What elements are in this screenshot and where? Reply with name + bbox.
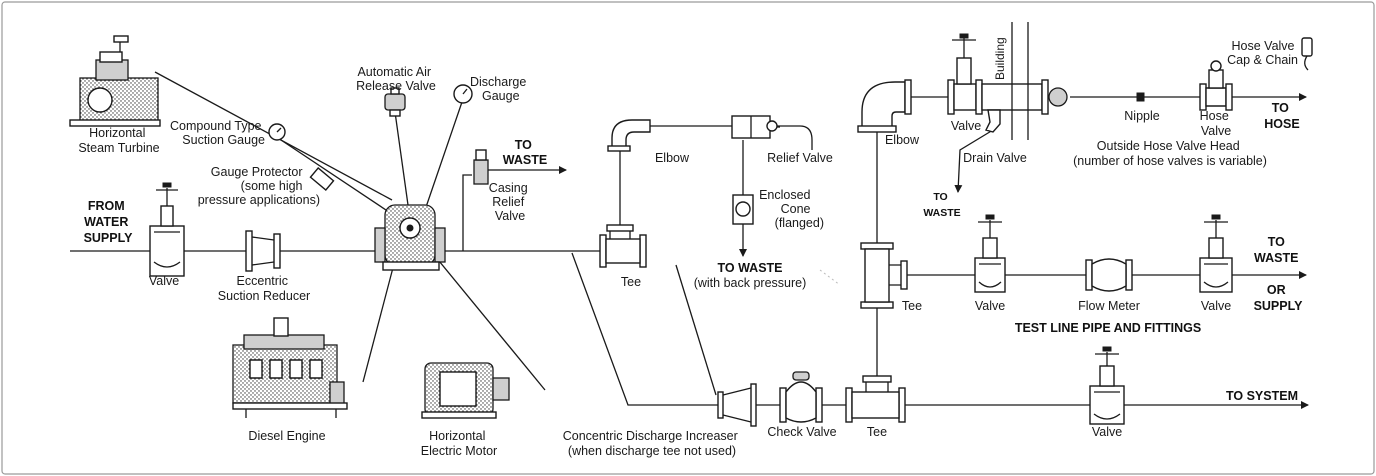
building-wall <box>1011 22 1029 140</box>
label-concentric-increaser: Concentric Discharge Increaser (when dis… <box>563 429 742 458</box>
label-suction-valve: Valve <box>149 274 179 288</box>
label-enclosed-cone: Enclosed Cone (flanged) <box>759 188 824 230</box>
label-back-pressure: (with back pressure) <box>694 276 807 290</box>
label-system-valve: Valve <box>1092 425 1122 439</box>
test-valve-2 <box>1199 214 1233 293</box>
gauge-protector <box>309 166 335 192</box>
label-relief-valve: Relief Valve <box>767 151 833 165</box>
discharge-tee <box>599 224 647 268</box>
label-eccentric-reducer: Eccentric Suction Reducer <box>218 274 310 303</box>
label-hose-line-valve: Valve <box>951 119 981 133</box>
label-hose-elbow: Elbow <box>885 133 920 147</box>
label-system-tee: Tee <box>867 425 887 439</box>
label-hose-cap: Hose Valve Cap & Chain <box>1227 39 1298 67</box>
nipple <box>1136 92 1145 102</box>
label-drain-valve: Drain Valve <box>963 151 1027 165</box>
label-gauge-protector: Gauge Protector (some high pressure appl… <box>198 165 320 207</box>
discharge-gauge <box>453 84 473 104</box>
label-to-waste-back-pressure: TO WASTE <box>717 261 782 275</box>
label-discharge-gauge: Discharge Gauge <box>470 75 530 103</box>
label-to-waste-casing: TO WASTE <box>503 138 547 167</box>
label-from-water-supply: FROM WATER SUPPLY <box>84 199 134 245</box>
eccentric-reducer <box>245 230 281 272</box>
test-tee <box>860 242 908 309</box>
label-air-release: Automatic Air Release Valve <box>356 65 436 93</box>
compound-gauge <box>268 123 286 141</box>
label-to-system: TO SYSTEM <box>1226 389 1298 403</box>
label-steam-turbine: Horizontal Steam Turbine <box>78 126 159 155</box>
suction-valve <box>149 182 185 277</box>
label-building: Building <box>993 37 1007 80</box>
casing-relief-valve <box>473 149 500 185</box>
fire-pump <box>374 204 446 271</box>
electric-motor <box>421 362 510 419</box>
diesel-engine <box>232 317 348 418</box>
relief-elbow <box>607 119 651 152</box>
label-relief-elbow: Elbow <box>655 151 690 165</box>
label-flow-meter: Flow Meter <box>1078 299 1140 313</box>
label-discharge-tee: Tee <box>621 275 641 289</box>
check-valve <box>779 371 823 423</box>
label-casing-relief: Casing Relief Valve <box>489 181 531 223</box>
hose-valve <box>1199 60 1233 111</box>
label-hose-valve: Hose Valve <box>1200 109 1233 138</box>
label-test-valve-1: Valve <box>975 299 1005 313</box>
label-nipple: Nipple <box>1124 109 1159 123</box>
label-test-line: TEST LINE PIPE AND FITTINGS <box>1015 321 1201 335</box>
system-tee <box>845 375 906 423</box>
label-test-tee: Tee <box>902 299 922 313</box>
label-to-waste-or-supply: TO WASTE OR SUPPLY <box>1254 235 1304 313</box>
steam-turbine <box>69 35 161 127</box>
label-to-waste-drain: TO WASTE <box>923 191 960 219</box>
concentric-increaser <box>717 383 757 427</box>
label-to-hose: TO HOSE <box>1264 101 1299 131</box>
flow-meter <box>1085 258 1133 292</box>
test-valve-1 <box>974 214 1006 293</box>
hose-elbow <box>857 79 912 133</box>
label-electric-motor: Horizontal Electric Motor <box>421 429 497 458</box>
air-release-valve <box>384 87 406 117</box>
enclosed-cone <box>732 194 754 225</box>
label-compound-gauge: Compound Type Suction Gauge <box>170 119 265 147</box>
system-valve <box>1089 346 1125 425</box>
label-outside-hose-head: Outside Hose Valve Head (number of hose … <box>1073 139 1267 168</box>
label-diesel-engine: Diesel Engine <box>248 429 325 443</box>
label-check-valve: Check Valve <box>767 425 836 439</box>
hose-cap <box>1301 37 1313 71</box>
label-test-valve-2: Valve <box>1201 299 1231 313</box>
relief-valve <box>731 115 780 139</box>
piping <box>70 71 1309 409</box>
